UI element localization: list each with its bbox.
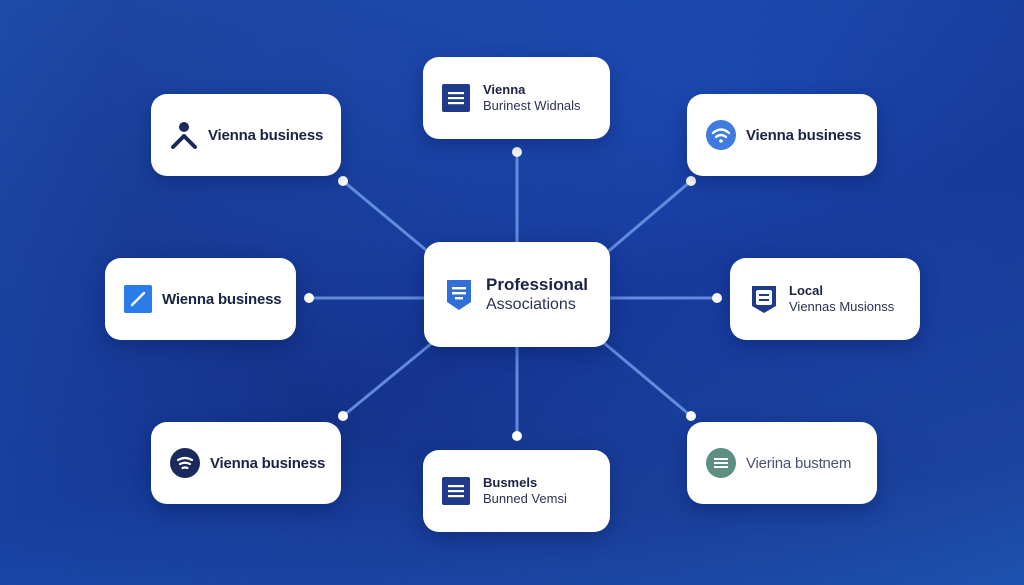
connector-dot-bottom-right [686,411,696,421]
person-icon [171,120,197,150]
node-top-center-subtitle: Burinest Widnals [483,98,581,113]
signal-circle-icon [170,448,200,478]
node-top-center-title: Vienna [483,82,526,97]
center-node-label: Professional Associations [486,275,588,315]
node-top-left-label: Vienna business [208,126,324,144]
menu-circle-icon [706,448,736,478]
node-bottom-center-title: Busmels [483,475,538,490]
node-top-right-label: Vienna business [746,126,862,144]
node-bottom-right[interactable]: Vierina bustnem [687,422,877,504]
node-middle-right[interactable]: Local Viennas Musionss [730,258,920,340]
center-subtitle: Associations [486,295,576,313]
node-middle-right-title: Local [789,283,823,298]
node-top-right[interactable]: Vienna business [687,94,877,176]
connector-dot-top-left [338,176,348,186]
node-middle-left[interactable]: Wienna business [105,258,296,340]
node-top-center-label: Vienna Burinest Widnals [483,82,581,114]
wifi-circle-icon [706,120,736,150]
document-lines-icon [441,83,471,113]
node-bottom-left[interactable]: Vienna business [151,422,341,504]
connector-top-left [342,179,433,257]
node-bottom-left-label: Vienna business [210,454,326,472]
connector-top-right [603,179,692,257]
node-top-center[interactable]: Vienna Burinest Widnals [423,57,610,139]
connector-dot-middle-left [304,293,314,303]
connector-dot-bottom-center [512,431,522,441]
connector-bottom-right [603,341,692,418]
connector-dot-middle-right [712,293,722,303]
node-bottom-right-label: Vierina bustnem [746,454,852,472]
node-bottom-center-label: Busmels Bunned Vemsi [483,475,567,507]
connector-dot-top-right [686,176,696,186]
node-bottom-center-subtitle: Bunned Vemsi [483,491,567,506]
node-middle-right-label: Local Viennas Musionss [789,283,894,315]
node-top-left[interactable]: Vienna business [151,94,341,176]
center-title: Professional [486,274,589,294]
pen-square-icon [123,284,153,314]
center-node[interactable]: Professional Associations [424,242,610,347]
node-bottom-center[interactable]: Busmels Bunned Vemsi [423,450,610,532]
node-middle-left-label: Wienna business [162,290,282,308]
connector-dot-top-center [512,147,522,157]
document-lines-icon [441,476,471,506]
node-middle-right-subtitle: Viennas Musionss [789,299,895,314]
shield-list-icon [749,283,779,315]
connector-dot-bottom-left [338,411,348,421]
connector-bottom-left [342,341,433,418]
document-badge-icon [444,277,474,313]
